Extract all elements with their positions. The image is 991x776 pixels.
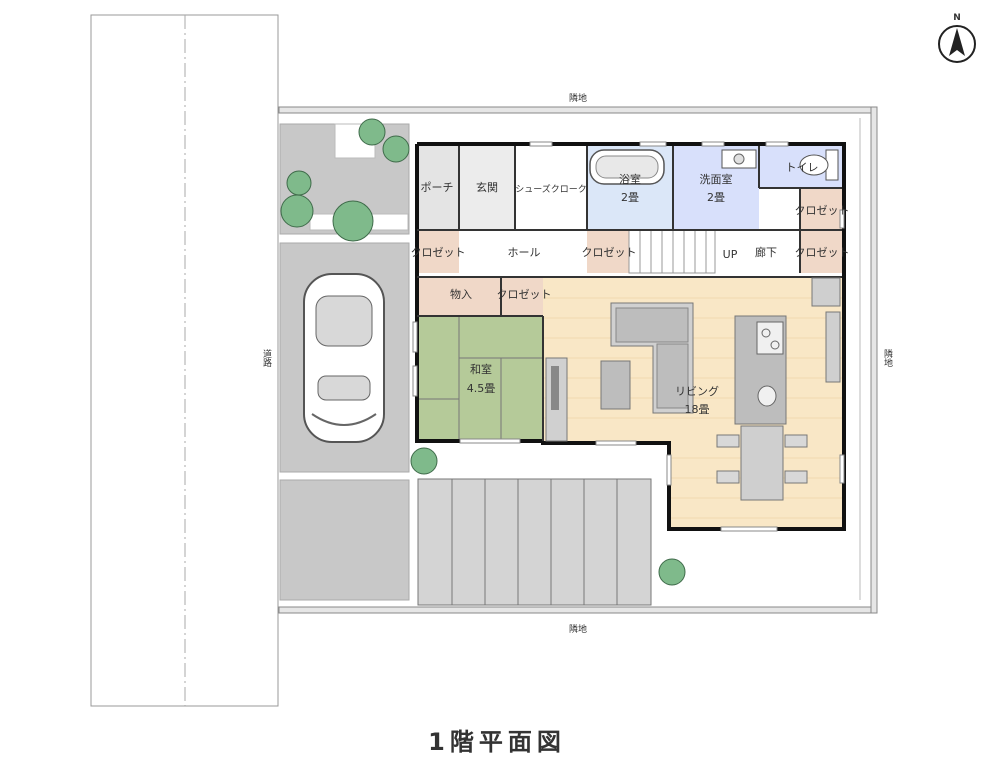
shoe-closet-floor (515, 146, 587, 230)
washroom-size-label: 2畳 (707, 191, 725, 204)
inner-walls (417, 146, 842, 441)
porch-floor (417, 146, 459, 230)
toilet-icon (799, 149, 839, 181)
toilet-label: トイレ (786, 161, 819, 174)
storage-floor (417, 278, 501, 316)
corridor-label: 廊下 (755, 245, 777, 259)
neighbor-right-label: 隣地 (882, 348, 893, 367)
closet-storage-floor (501, 278, 543, 316)
kitchen-island (734, 315, 787, 425)
hall-label: ホール (508, 246, 541, 259)
labels: 隣地 隣地 隣地 道路 ポーチ 玄関 シューズクローク 浴室 2畳 洗面室 2畳… (261, 92, 893, 635)
washitsu-size-label: 4.5畳 (467, 382, 496, 395)
tv-unit (545, 357, 568, 442)
outdoor-slats (417, 478, 652, 606)
neighbor-bottom-label: 隣地 (569, 623, 587, 635)
living-label: リビング (675, 384, 719, 398)
closet-stair-floor (587, 230, 629, 273)
trees (280, 118, 686, 586)
closet-right-lower-label: クロゼット (795, 246, 850, 259)
washitsu-label: 和室 (470, 362, 492, 376)
porch-label: ポーチ (421, 181, 454, 194)
car-icon (303, 273, 385, 443)
road-strip (90, 14, 279, 707)
closet-hall-left-floor (417, 230, 459, 273)
storage-label: 物入 (450, 287, 472, 301)
coffee-table (600, 360, 631, 410)
plan-title: 1階平面図 (428, 728, 566, 756)
kitchen-counter (825, 311, 841, 383)
closet-right-upper-label: クロゼット (795, 204, 850, 217)
living-size-label: 18畳 (685, 403, 710, 416)
shoe-closet-label: シューズクローク (515, 183, 587, 195)
closet-stair-label: クロゼット (582, 246, 637, 259)
washbasin-icon (721, 149, 757, 169)
bathtub-icon (589, 149, 665, 185)
bath-size-label: 2畳 (621, 191, 639, 204)
closet-hall-left-label: クロゼット (411, 246, 466, 259)
washroom-label: 洗面室 (700, 172, 733, 186)
washitsu-tatami (416, 315, 544, 442)
up-label: UP (723, 248, 738, 261)
closet-right-lower-floor (800, 230, 842, 273)
entrance-label: 玄関 (476, 180, 498, 194)
fridge (811, 277, 841, 307)
dining-table (716, 425, 808, 501)
sofa-icon (610, 302, 694, 414)
stairs (628, 229, 716, 274)
neighbor-top-label: 隣地 (569, 92, 587, 104)
north-arrow-icon: N (938, 13, 976, 63)
bath-label: 浴室 (619, 172, 641, 186)
north-label: N (953, 13, 961, 23)
road-label: 道路 (261, 348, 272, 368)
closet-storage-label: クロゼット (497, 288, 552, 301)
entrance-floor (459, 146, 515, 230)
windows (412, 141, 845, 532)
closet-right-upper-floor (800, 188, 842, 230)
building (412, 141, 846, 532)
